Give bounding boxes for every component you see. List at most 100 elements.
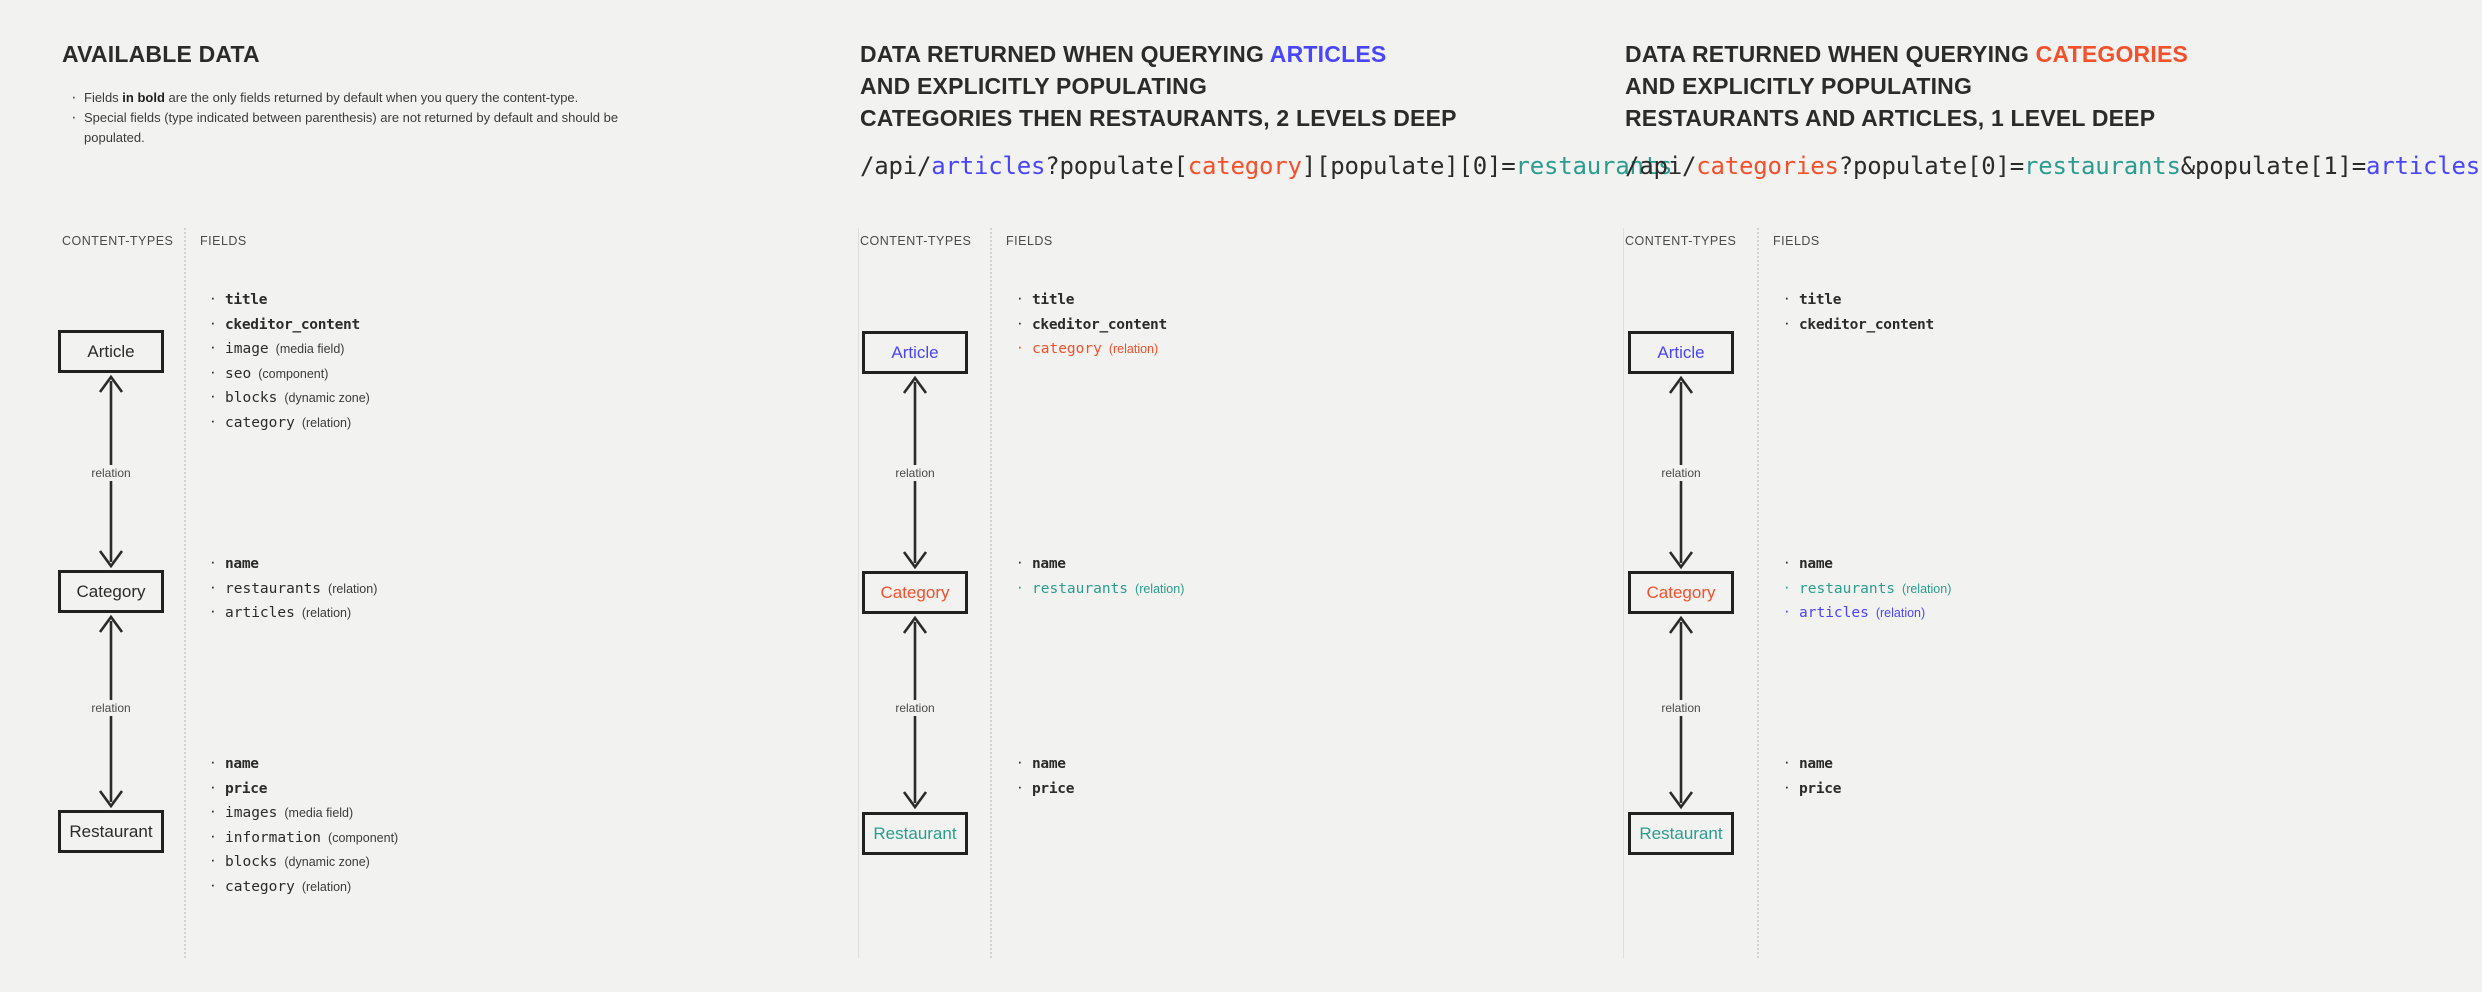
content-type-box-category[interactable]: Category [1628,571,1734,614]
field-name: name [1799,556,1833,572]
content-type-box-category[interactable]: Category [862,571,968,614]
panel-title-line: RESTAURANTS AND ARTICLES, 1 LEVEL DEEP [1625,105,2156,131]
field-type: (dynamic zone) [284,391,370,405]
panel-divider-1 [858,228,859,958]
caption-content-types: CONTENT-TYPES [1625,234,1737,248]
panel-title-line: DATA RETURNED WHEN QUERYING ARTICLES [860,41,1387,67]
field-name: name [1032,756,1066,772]
field-row: name [1782,750,1841,777]
field-name: ckeditor_content [1032,316,1167,333]
note-item: Special fields (type indicated between p… [71,107,628,148]
field-row: restaurants (relation) [1782,575,1952,602]
content-type-box-restaurant[interactable]: Restaurant [862,812,968,855]
api-url-segment: restaurants [2024,152,2181,180]
api-url-segment: ?populate[ [1045,152,1188,180]
field-row: title [1782,286,1934,313]
field-name: name [1032,556,1066,572]
content-type-box-restaurant[interactable]: Restaurant [58,810,164,853]
field-type: (relation) [1902,581,1952,596]
fields-dotted-rule [1757,228,1759,958]
content-type-box-article[interactable]: Article [862,331,968,374]
field-list-article: title ckeditor_content image(media field)s… [208,286,370,435]
api-url-segment: articles [931,152,1046,180]
content-type-box-category[interactable]: Category [58,570,164,613]
field-list-restaurant: name price images(media field) information (… [208,750,399,900]
field-name: title [1032,292,1075,308]
field-list-category: name restaurants(relation) [1015,550,1185,602]
panel-title-line: AVAILABLE DATA [62,41,260,67]
api-url: /api/categories?populate[0]=restaurants&… [1625,152,2480,180]
field-row: category(relation) [208,873,398,900]
field-type: (dynamic zone) [284,855,370,869]
field-list-category: namerestaurants(relation)articles(relati… [1782,550,1952,626]
content-type-box-article[interactable]: Article [58,330,164,373]
field-type: (component) [258,366,329,381]
field-row: ckeditor_content [1782,311,1934,338]
field-type: (relation) [1875,606,1926,620]
field-name: articles [225,605,295,621]
field-row: articles(relation) [208,599,377,626]
field-name: ckeditor_content [225,316,360,333]
relation-label: relation [86,465,136,481]
field-row: information (component) [208,824,399,851]
field-name: category [225,414,295,431]
panel-title: AVAILABLE DATA [62,38,260,70]
field-type: (media field) [284,806,354,820]
relation-label: relation [890,465,940,481]
relation-label: relation [1656,700,1706,716]
field-list-restaurant: name price [1015,750,1075,801]
api-url-segment: &populate[1]= [2180,152,2366,180]
field-list-category: name restaurants (relation) articles(relati… [208,550,378,626]
field-type: (component) [328,830,399,845]
field-row: ckeditor_content [1015,311,1167,338]
field-row: name [1015,550,1184,577]
api-url-segment: articles [2366,152,2480,180]
field-name: price [1032,780,1075,797]
field-row: image(media field) [208,335,370,362]
note-item: Fields in bold are the only fields retur… [71,87,628,108]
field-name: category [1032,341,1102,357]
api-url: /api/articles?populate[category][populat… [860,152,1672,180]
panel-title-line: AND EXPLICITLY POPULATING [860,73,1208,99]
caption-fields: FIELDS [200,234,247,248]
field-name: information [225,829,322,846]
field-row: restaurants (relation) [208,575,378,602]
content-type-box-restaurant[interactable]: Restaurant [1628,812,1734,855]
caption-fields: FIELDS [1006,234,1053,248]
field-name: category [225,878,295,895]
caption-content-types: CONTENT-TYPES [860,234,972,248]
caption-content-types: CONTENT-TYPES [62,234,174,248]
field-row: name [208,750,398,777]
field-row: seo(component) [208,360,370,387]
field-name: restaurants [1799,580,1896,597]
field-row: images(media field) [208,799,398,826]
field-name: name [1799,756,1833,772]
content-type-box-article[interactable]: Article [1628,331,1734,374]
field-type: (media field) [275,342,345,356]
field-name: name [225,556,259,572]
field-row: title [1015,286,1167,313]
relation-label: relation [890,700,940,716]
field-type: (relation) [328,581,378,596]
panel-title-line: DATA RETURNED WHEN QUERYING CATEGORIES [1625,41,2189,67]
api-url-segment: /api/ [1625,152,1697,180]
field-list-restaurant: name price [1782,750,1841,802]
field-type: (relation) [1135,581,1185,596]
field-row: blocks (dynamic zone) [208,384,370,411]
api-url-segment: ?populate[0]= [1838,152,2024,180]
field-name: name [225,756,259,772]
panel-divider-2 [1623,228,1624,958]
field-name: title [225,292,268,308]
api-url-segment: categories [1696,152,1839,180]
field-row: title [208,286,370,313]
field-row: price [1782,775,1841,802]
field-name: restaurants [225,580,322,597]
field-name: blocks [225,854,278,870]
field-name: blocks [225,390,278,406]
field-row: articles(relation) [1782,599,1951,626]
caption-fields: FIELDS [1773,234,1820,248]
field-type: (relation) [301,415,352,430]
field-name: price [225,780,268,797]
field-row: restaurants(relation) [1015,575,1185,602]
